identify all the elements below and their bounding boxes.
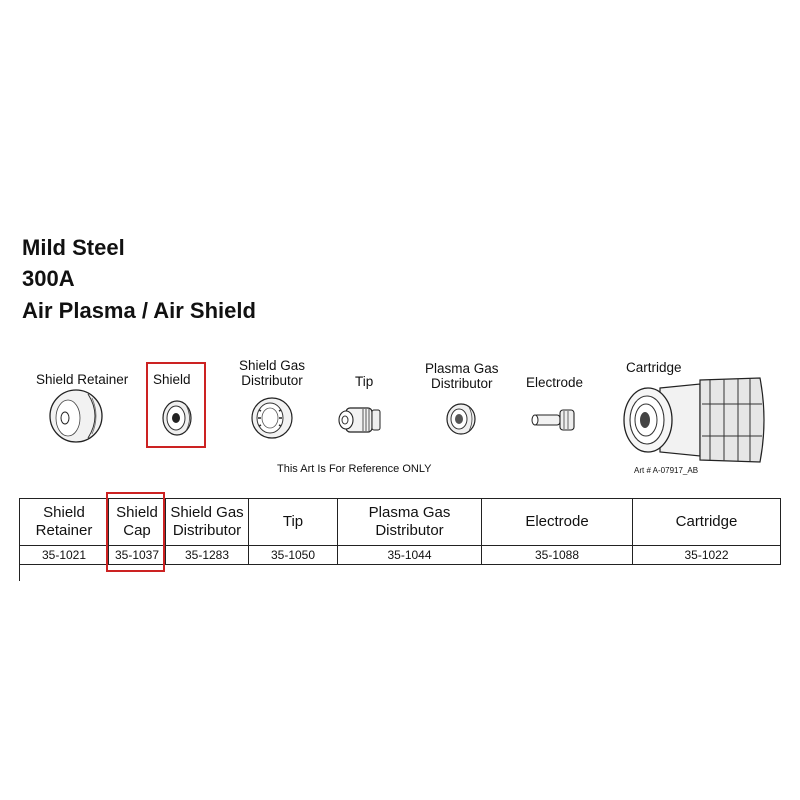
part-label-tip: Tip [355,374,374,389]
header-electrode: Electrode [481,498,633,546]
tip-part-icon [338,407,381,433]
part-label-shield-gas-distributor: Shield Gas Distributor [239,358,306,388]
value-plasma-gas-distributor: 35-1044 [337,545,482,565]
header-shield-retainer: Shield Retainer [19,498,109,546]
part-label-shield: Shield [153,372,191,387]
plasma-gas-distributor-part-icon [446,403,476,435]
header-cartridge: Cartridge [632,498,781,546]
shield-highlight-box [146,362,206,448]
art-number: Art # A-07917_AB [634,466,699,475]
electrode-part-icon [531,409,575,431]
header-tip: Tip [248,498,338,546]
shield-cap-highlight-box [106,492,165,572]
header-plasma-gas-distributor: Plasma Gas Distributor [337,498,482,546]
heading-material: Mild Steel [22,235,125,260]
part-label-shield-retainer: Shield Retainer [36,372,129,387]
value-electrode: 35-1088 [481,545,633,565]
table-row: 35-1021 35-1037 35-1283 35-1050 35-1044 … [19,545,781,565]
part-label-plasma-gas-distributor: Plasma Gas Distributor [425,361,499,391]
value-cartridge: 35-1022 [632,545,781,565]
cartridge-part-icon [623,377,765,463]
shield-gas-distributor-part-icon [251,397,293,439]
header-shield-gas-distributor: Shield Gas Distributor [165,498,249,546]
shield-part-icon [162,400,192,436]
value-shield-cap: 35-1037 [108,545,166,565]
reference-note: This Art Is For Reference ONLY [277,463,432,475]
parts-table: Shield Retainer Shield Cap Shield Gas Di… [19,498,781,581]
header-shield-cap: Shield Cap [108,498,166,546]
heading-amperage: 300A [22,266,75,291]
value-shield-retainer: 35-1021 [19,545,109,565]
part-label-electrode: Electrode [526,375,584,390]
heading-process: Air Plasma / Air Shield [22,298,256,323]
table-blank-row [19,564,781,581]
part-label-cartridge: Cartridge [626,360,682,375]
value-tip: 35-1050 [248,545,338,565]
value-shield-gas-distributor: 35-1283 [165,545,249,565]
shield-retainer-icon [49,389,103,443]
